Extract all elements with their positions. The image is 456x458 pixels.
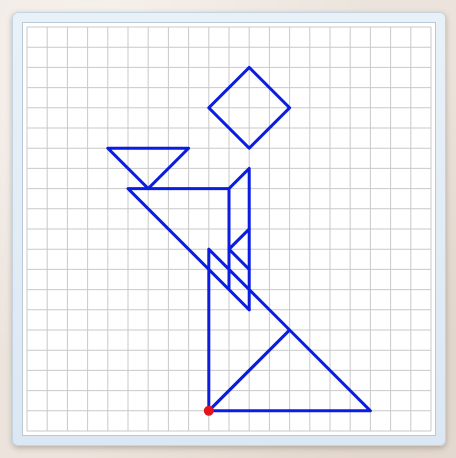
tangram-pieces	[108, 67, 371, 410]
tangram-piece-square-head[interactable]	[209, 67, 290, 148]
tangram-grid-svg[interactable]	[22, 22, 436, 436]
tangram-board[interactable]	[22, 22, 436, 436]
start-point-marker[interactable]	[204, 406, 214, 416]
